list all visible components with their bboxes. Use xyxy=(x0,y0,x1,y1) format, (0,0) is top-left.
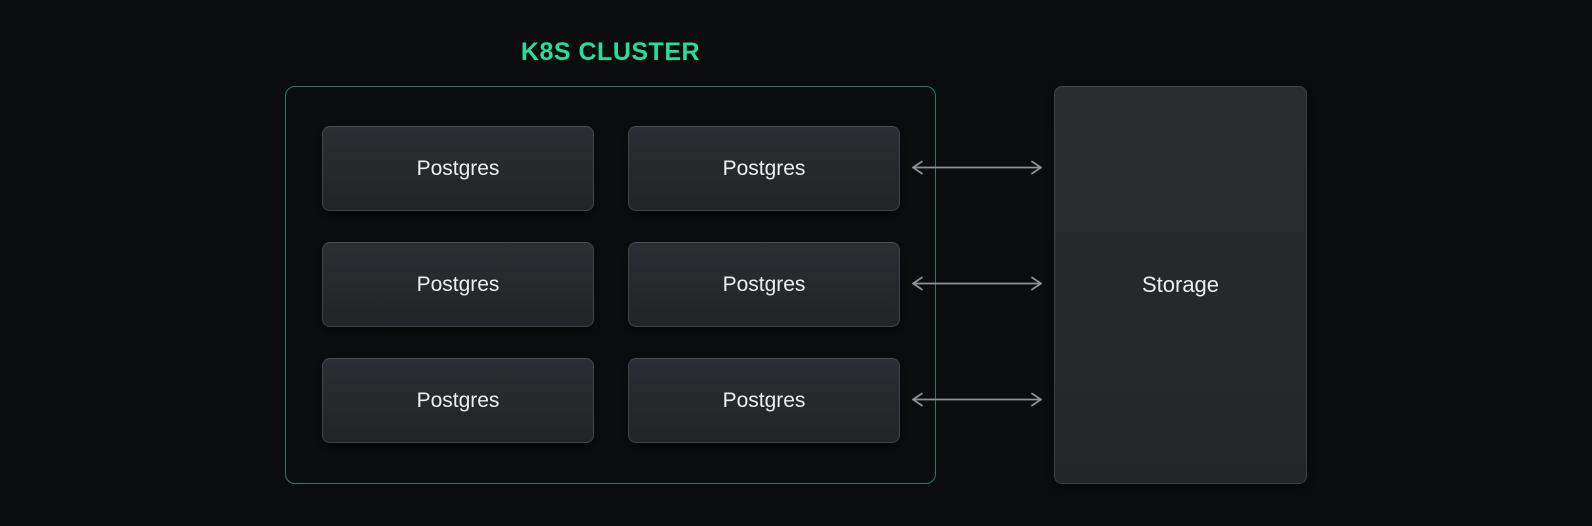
postgres-node: Postgres xyxy=(322,242,594,327)
postgres-node-label: Postgres xyxy=(416,156,500,180)
postgres-node-label: Postgres xyxy=(416,272,500,296)
bidirectional-arrow-icon xyxy=(912,276,1042,291)
bidirectional-arrow-icon xyxy=(912,392,1042,407)
postgres-node: Postgres xyxy=(322,126,594,211)
postgres-node-label: Postgres xyxy=(722,388,806,412)
postgres-node-label: Postgres xyxy=(722,156,806,180)
postgres-node-label: Postgres xyxy=(416,388,500,412)
postgres-node: Postgres xyxy=(628,126,900,211)
bidirectional-arrow-icon xyxy=(912,160,1042,175)
postgres-node: Postgres xyxy=(628,242,900,327)
postgres-node-label: Postgres xyxy=(722,272,806,296)
k8s-cluster-title: K8S CLUSTER xyxy=(520,38,701,66)
storage-label: Storage xyxy=(1141,272,1220,297)
postgres-node: Postgres xyxy=(628,358,900,443)
storage-box: Storage xyxy=(1054,86,1307,484)
postgres-node: Postgres xyxy=(322,358,594,443)
k8s-cluster-box: Postgres Postgres Postgres Postgres Post… xyxy=(285,86,936,484)
